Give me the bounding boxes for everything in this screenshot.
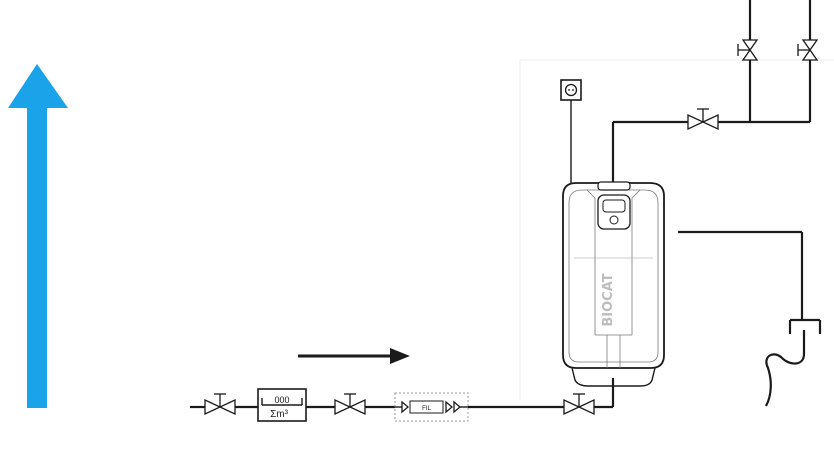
outlet-pipe [611, 0, 812, 182]
valve-icon [334, 393, 366, 416]
water-treatment-unit: BIOCAT [562, 181, 665, 387]
valve-icon [687, 108, 719, 131]
power-socket-icon [560, 79, 582, 186]
meter-reading: 000 [274, 395, 289, 405]
blue-up-arrow [8, 64, 68, 408]
drain-siphon [678, 230, 822, 407]
filter-label: FIL [422, 406, 431, 412]
valve-icon [204, 393, 236, 416]
background-frame [519, 59, 834, 400]
water-meter: 000 Σm³ [257, 388, 307, 422]
valve-icon [797, 39, 819, 61]
inlet-pipe [190, 378, 615, 409]
unit-brand-label: BIOCAT [601, 273, 616, 326]
flow-direction-arrow [298, 348, 410, 364]
valve-icon [563, 393, 595, 416]
meter-unit: Σm³ [270, 409, 289, 420]
filter-unit: FIL [394, 392, 469, 422]
valve-icon [737, 39, 759, 61]
